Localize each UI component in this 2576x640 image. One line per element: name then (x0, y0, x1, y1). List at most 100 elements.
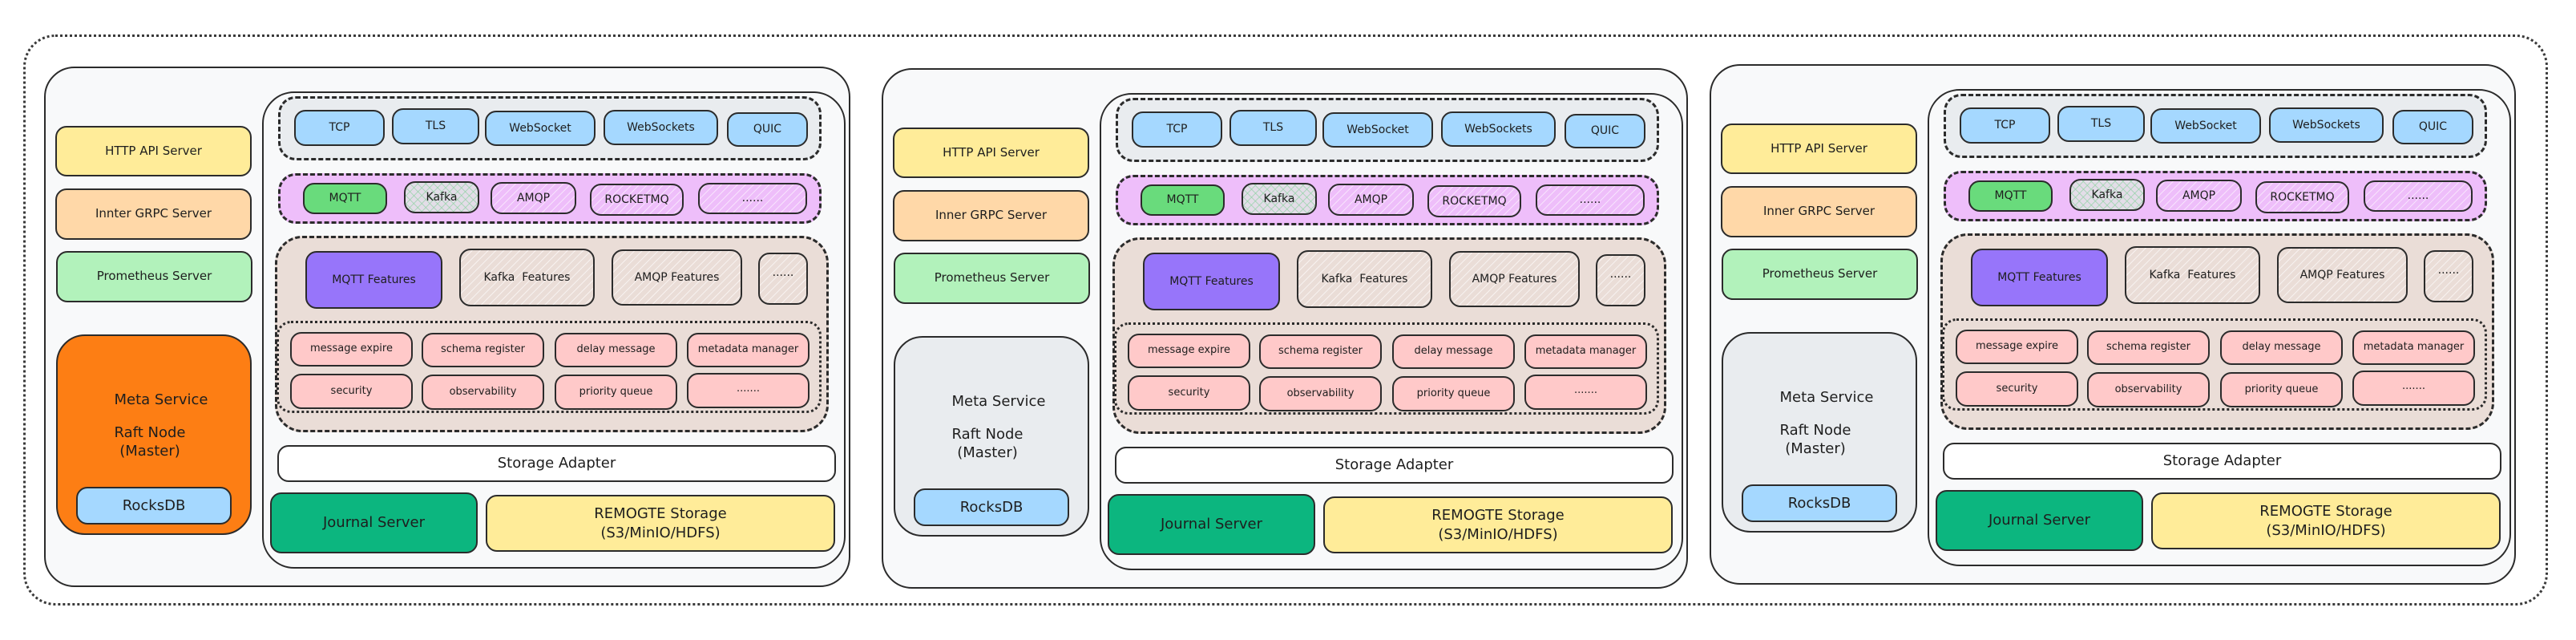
storage-adapter-label: Storage Adapter (497, 455, 616, 472)
common-feature: metadata manager (1524, 334, 1647, 369)
broker-node-3: HTTP API Server Inner GRPC Server Promet… (1710, 64, 2516, 585)
feature-label: AMQP Features (2299, 268, 2385, 282)
storage-adapter: Storage Adapter (277, 445, 836, 482)
http-api-server-label: HTTP API Server (943, 144, 1040, 160)
feature-mqtt: MQTT Features (1143, 253, 1280, 310)
remote-storage: REMOGTE Storage (S3/MinIO/HDFS) (486, 495, 835, 552)
protocol-tcp: TCP (1132, 111, 1222, 148)
common-feature-label: priority queue (1416, 387, 1491, 399)
common-features-group (1114, 322, 1659, 415)
protocol-label: QUIC (1590, 124, 1620, 138)
common-feature: priority queue (1392, 376, 1515, 411)
common-feature: ....... (687, 373, 810, 408)
common-feature: message expire (1128, 334, 1250, 368)
feature-more: ...... (2424, 250, 2473, 302)
adapter-label: ...... (1579, 193, 1601, 207)
rocksdb-store: RocksDB (76, 487, 232, 525)
common-feature-label: schema register (2106, 341, 2191, 354)
protocol-tcp: TCP (1960, 107, 2050, 144)
adapter-mqtt: MQTT (1141, 184, 1225, 216)
common-feature: delay message (1392, 334, 1515, 369)
feature-more: ...... (758, 253, 808, 305)
adapter-rocketmq: ROCKETMQ (1427, 185, 1521, 217)
adapter-more: ...... (1536, 184, 1645, 216)
protocol-websockets: WebSockets (1441, 111, 1556, 147)
common-feature-label: metadata manager (2363, 341, 2465, 354)
protocol-label: WebSockets (2292, 118, 2360, 132)
adapter-label: MQTT (1166, 193, 1199, 207)
feature-label: ...... (2437, 264, 2460, 277)
protocol-label: WebSocket (1347, 123, 1409, 136)
protocol-label: WebSocket (2174, 119, 2237, 132)
storage-adapter-label: Storage Adapter (1334, 456, 1454, 474)
rocksdb-store: RocksDB (1742, 484, 1897, 522)
remote-storage: REMOGTE Storage (S3/MinIO/HDFS) (1323, 496, 1673, 553)
raft-node-role: Raft Node (Master) (1779, 422, 1851, 457)
common-feature-label: security (330, 384, 373, 397)
protocol-quic: QUIC (1565, 114, 1645, 148)
meta-service-title: Meta Service (1779, 389, 1874, 406)
adapter-label: AMQP (1354, 192, 1388, 206)
common-feature-label: delay message (1414, 345, 1493, 358)
protocol-label: TCP (1166, 123, 1188, 136)
prometheus-server: Prometheus Server (56, 251, 252, 302)
prometheus-server-label: Prometheus Server (1762, 266, 1878, 282)
raft-node-role: Raft Node (Master) (114, 424, 186, 460)
protocol-tls: TLS (1229, 110, 1317, 146)
common-feature: metadata manager (687, 333, 810, 367)
common-feature-label: delay message (576, 343, 656, 356)
grpc-server: Innter GRPC Server (55, 188, 252, 240)
feature-label: MQTT Features (1997, 270, 2081, 284)
feature-kafka: Kafka Features (459, 249, 595, 306)
common-feature-label: schema register (440, 343, 526, 356)
common-feature-label: metadata manager (1535, 345, 1637, 358)
adapter-label: MQTT (1994, 189, 2027, 203)
rocksdb-label: RocksDB (959, 498, 1024, 516)
common-feature: observability (2087, 372, 2210, 407)
common-features-group (277, 321, 822, 413)
common-feature: security (1128, 375, 1250, 411)
protocol-websockets: WebSockets (2269, 107, 2384, 143)
feature-label: AMQP Features (1472, 272, 1557, 286)
protocol-websocket: WebSocket (485, 111, 596, 146)
adapter-kafka: Kafka (1242, 183, 1317, 215)
common-feature: priority queue (555, 375, 677, 410)
storage-adapter: Storage Adapter (1943, 443, 2501, 480)
broker-node-2: HTTP API Server Inner GRPC Server Promet… (882, 68, 1688, 589)
http-api-server-label: HTTP API Server (1770, 140, 1867, 156)
feature-label: ...... (772, 266, 794, 279)
common-feature: delay message (2220, 330, 2343, 365)
protocol-label: TCP (1994, 119, 2016, 132)
common-feature-label: observability (2114, 383, 2182, 395)
meta-service: Meta Service Raft Node (Master) RocksDB (56, 334, 252, 535)
protocol-tls: TLS (392, 108, 479, 144)
common-feature-label: schema register (1278, 345, 1363, 358)
adapter-label: AMQP (2182, 188, 2216, 202)
adapter-mqtt: MQTT (1968, 180, 2053, 212)
grpc-server-label: Inner GRPC Server (1762, 204, 1875, 219)
adapter-amqp: AMQP (491, 182, 576, 214)
meta-service: Meta Service Raft Node (Master) RocksDB (1722, 332, 1917, 533)
protocol-tcp: TCP (294, 110, 385, 146)
common-feature-label: message expire (1976, 340, 2058, 353)
common-feature-label: observability (449, 385, 517, 398)
prometheus-server: Prometheus Server (894, 253, 1090, 304)
common-feature-label: ....... (1574, 384, 1597, 396)
common-feature: message expire (1956, 330, 2078, 364)
common-feature: ....... (2352, 371, 2475, 406)
adapter-label: ...... (741, 192, 764, 205)
feature-label: Kafka Features (483, 270, 571, 284)
feature-amqp: AMQP Features (1449, 251, 1580, 307)
feature-mqtt: MQTT Features (305, 251, 442, 309)
common-feature-label: message expire (310, 342, 393, 355)
adapter-mqtt: MQTT (303, 183, 387, 214)
grpc-server: Inner GRPC Server (893, 190, 1089, 241)
common-feature: priority queue (2220, 372, 2343, 407)
feature-more: ...... (1596, 254, 1645, 306)
rocksdb-store: RocksDB (914, 488, 1069, 526)
common-feature: schema register (1259, 334, 1382, 369)
common-feature-label: priority queue (579, 385, 653, 398)
rocksdb-label: RocksDB (1787, 494, 1851, 512)
common-feature: delay message (555, 333, 677, 367)
protocol-quic: QUIC (2392, 110, 2473, 144)
